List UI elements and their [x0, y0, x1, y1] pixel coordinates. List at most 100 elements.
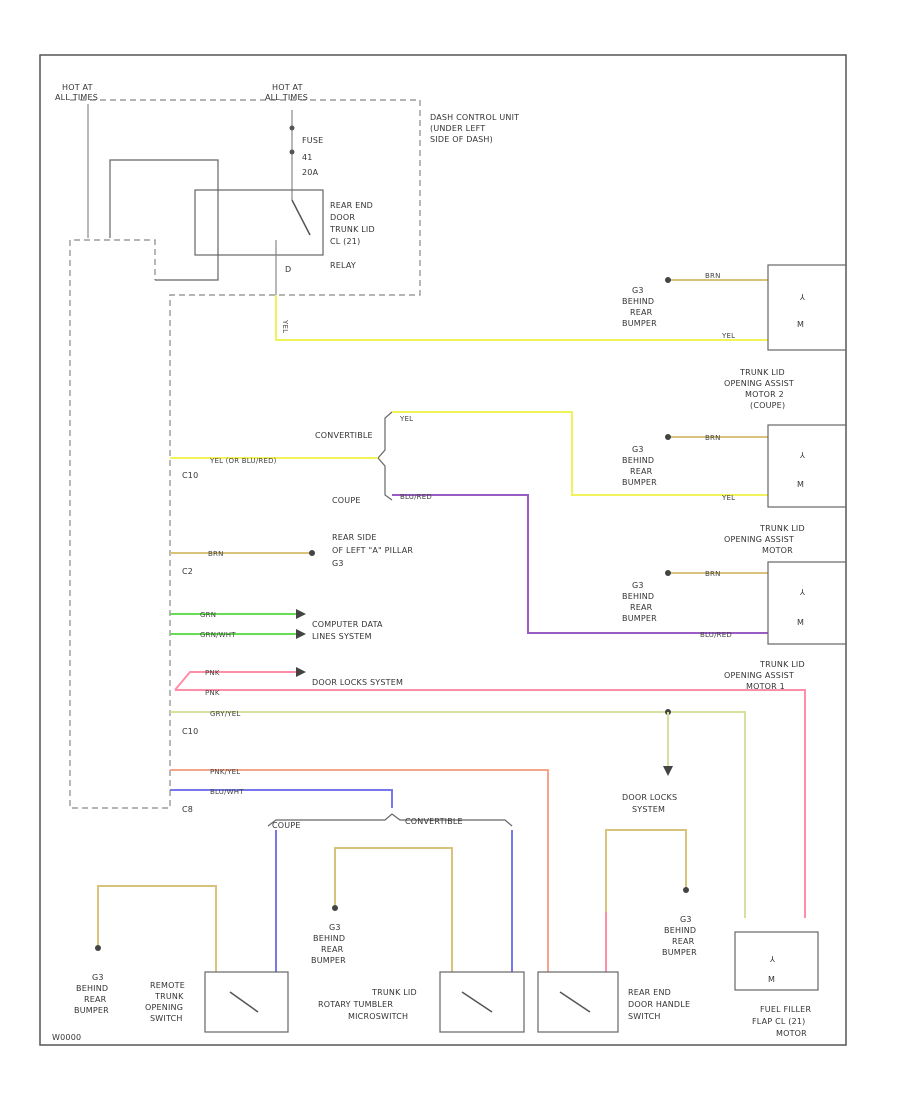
- motor-conv-label-1: TRUNK LID: [739, 368, 785, 377]
- wire-label-yel-d: YEL: [721, 494, 735, 502]
- motor-symbol-3b: M: [797, 618, 804, 627]
- motor-box-2: [767, 424, 847, 508]
- ground-dot-rotary: [332, 905, 338, 911]
- rear-label-5: REAR: [321, 945, 344, 954]
- bumper-label-6: BUMPER: [662, 948, 697, 957]
- arrow-grn: [296, 609, 306, 619]
- hot-label-1b: ALL TIMES: [55, 93, 98, 102]
- motor-box-1: [767, 264, 847, 351]
- g3-label-1: G3: [632, 286, 644, 295]
- rotary-switch-box: [439, 971, 525, 1033]
- wire-label-yel-c: YEL: [399, 415, 413, 423]
- rear-label-2: REAR: [630, 467, 653, 476]
- handle-switch-box: [537, 971, 619, 1033]
- connector-c10-a: C10: [182, 471, 198, 480]
- behind-label-1: BEHIND: [622, 297, 654, 306]
- wire-brn-remote: [97, 885, 217, 972]
- remote-switch-box: [204, 971, 289, 1033]
- coupe-label-2: COUPE: [272, 821, 301, 830]
- ground-dot-remote: [95, 945, 101, 951]
- rotary-label-2: ROTARY TUMBLER: [318, 1000, 393, 1009]
- dash-cu-label-1: DASH CONTROL UNIT: [430, 113, 519, 122]
- motor-symbol-2: ⅄: [799, 451, 805, 460]
- wire-label-blu-wht: BLU/WHT: [210, 788, 244, 796]
- rear-label-1: REAR: [630, 308, 653, 317]
- rear-label-6: REAR: [672, 937, 695, 946]
- bumper-label-2: BUMPER: [622, 478, 657, 487]
- wire-yel-convertible: [392, 411, 768, 496]
- rear-label-4: REAR: [84, 995, 107, 1004]
- wire-blu-wht: [170, 789, 393, 808]
- wire-pnk-fuel-flap: [175, 689, 806, 918]
- motor-b-label-1: TRUNK LID: [759, 524, 805, 533]
- behind-label-6: BEHIND: [664, 926, 696, 935]
- fuel-flap-motor-box: [734, 931, 819, 991]
- relay-label-2: DOOR: [330, 213, 355, 222]
- dash-cu-label-3: SIDE OF DASH): [430, 135, 493, 144]
- remote-label-1: REMOTE: [150, 981, 185, 990]
- connector-c2: C2: [182, 567, 193, 576]
- motor-b-label-3: MOTOR: [762, 546, 793, 555]
- wire-label-brn-1: BRN: [705, 272, 721, 280]
- motor-b-label-2: OPENING ASSIST: [724, 535, 794, 544]
- arrow-grn-wht: [296, 629, 306, 639]
- dash-cu-label-2: (UNDER LEFT: [430, 124, 485, 133]
- relay-switch-contact: [291, 199, 311, 236]
- relay-coil-wire: [109, 159, 219, 281]
- motor-symbol-2b: M: [797, 480, 804, 489]
- wire-label-pnk-yel: PNK/YEL: [210, 768, 240, 776]
- remote-switch-contact: [229, 991, 259, 1013]
- door-locks-label-2: SYSTEM: [632, 805, 665, 814]
- computer-data-label-2: LINES SYSTEM: [312, 632, 372, 641]
- ground-dot-c2: [309, 550, 315, 556]
- remote-label-2: TRUNK: [154, 992, 184, 1001]
- bumper-label-4: BUMPER: [74, 1006, 109, 1015]
- wire-pnk-yel: [170, 769, 549, 972]
- bumper-label-1: BUMPER: [622, 319, 657, 328]
- motor-conv-label-2: OPENING ASSIST: [724, 379, 794, 388]
- motor-symbol-1b: M: [797, 320, 804, 329]
- behind-label-2: BEHIND: [622, 456, 654, 465]
- g3-label-6: G3: [680, 915, 692, 924]
- bumper-label-5: BUMPER: [311, 956, 346, 965]
- wire-label-yel-or-blured: YEL (OR BLU/RED): [209, 457, 277, 465]
- ground-dot-2: [665, 434, 671, 440]
- motor-box-3: [767, 561, 847, 645]
- wire-brn-handle: [605, 829, 687, 912]
- motor-c-label-1: TRUNK LID: [759, 660, 805, 669]
- wire-label-blured-b: BLU/RED: [700, 631, 732, 639]
- wire-pnk-door-locks: [174, 671, 298, 691]
- bottom-variant-bracket: [267, 813, 513, 827]
- wire-label-brn-3: BRN: [705, 570, 721, 578]
- relay-box: [194, 189, 324, 256]
- g3-label-4: G3: [92, 973, 104, 982]
- relay-label-1: REAR END: [330, 201, 373, 210]
- wire-yel-relay-motor1: [275, 295, 768, 341]
- fuel-flap-motor-symbol: ⅄: [769, 955, 775, 964]
- relay-label-3: TRUNK LID: [329, 225, 375, 234]
- ground-dot-1: [665, 277, 671, 283]
- wire-label-grn-wht: GRN/WHT: [200, 631, 236, 639]
- wire-label-brn-2: BRN: [705, 434, 721, 442]
- convertible-label-2: CONVERTIBLE: [405, 817, 463, 826]
- fuel-label-3: MOTOR: [776, 1029, 807, 1038]
- relay-pin-d: D: [285, 265, 291, 274]
- hot-label-2b: ALL TIMES: [265, 93, 308, 102]
- fuse-terminal-bottom: [289, 149, 295, 155]
- wire-gry-yel: [170, 711, 746, 918]
- handle-switch-contact: [559, 991, 591, 1013]
- relay-label-5: RELAY: [330, 261, 356, 270]
- motor-conv-label-3: MOTOR 2: [745, 390, 784, 399]
- behind-label-5: BEHIND: [313, 934, 345, 943]
- connector-c10-b: C10: [182, 727, 198, 736]
- fuel-flap-motor-symbol-b: M: [768, 975, 775, 984]
- handle-label-2: DOOR HANDLE: [628, 1000, 690, 1009]
- g3-label-5: G3: [329, 923, 341, 932]
- motor-c-label-2: OPENING ASSIST: [724, 671, 794, 680]
- g3-label-3: G3: [632, 581, 644, 590]
- coupe-label: COUPE: [332, 496, 361, 505]
- rotary-label-3: MICROSWITCH: [348, 1012, 408, 1021]
- connector-c8: C8: [182, 805, 193, 814]
